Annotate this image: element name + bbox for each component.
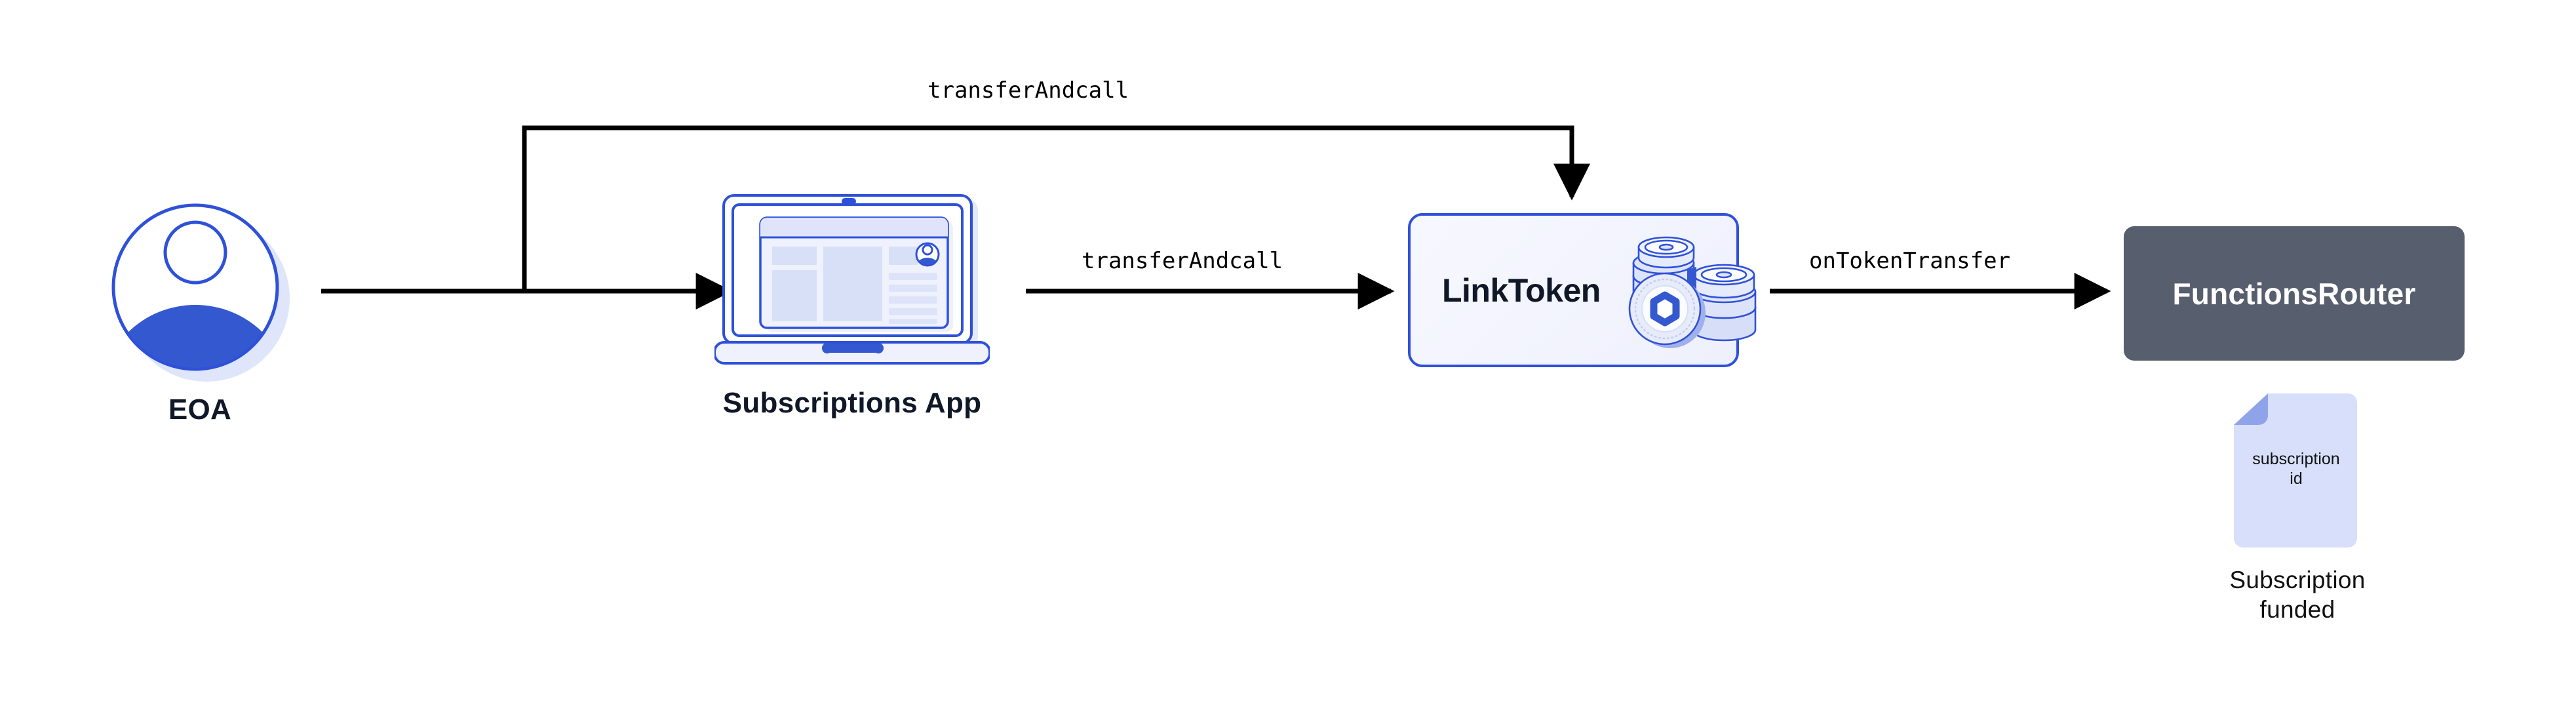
app-avatar-icon bbox=[915, 242, 940, 267]
node-label-eoa: EOA bbox=[168, 393, 232, 426]
laptop-icon bbox=[714, 194, 990, 365]
node-functions-router[interactable]: FunctionsRouter bbox=[2124, 226, 2465, 361]
edge-label-transferandcall-middle: transferAndcall bbox=[1082, 248, 1283, 274]
node-link-token[interactable]: LinkToken bbox=[1408, 213, 1757, 367]
edge-label-transferandcall-top: transferAndcall bbox=[927, 77, 1129, 104]
document-icon bbox=[2234, 393, 2357, 548]
node-label-functions-router: FunctionsRouter bbox=[2172, 276, 2416, 311]
node-subscriptions-app[interactable]: Subscriptions App bbox=[714, 190, 1003, 452]
edge-label-ontokentransfer: onTokenTransfer bbox=[1809, 248, 2011, 274]
user-avatar-icon bbox=[111, 203, 290, 382]
node-label-subscriptions-app: Subscriptions App bbox=[722, 387, 982, 419]
coin-stack-icon bbox=[1628, 236, 1757, 348]
node-label-link-token: LinkToken bbox=[1442, 271, 1601, 309]
node-eoa[interactable]: EOA bbox=[105, 197, 315, 446]
